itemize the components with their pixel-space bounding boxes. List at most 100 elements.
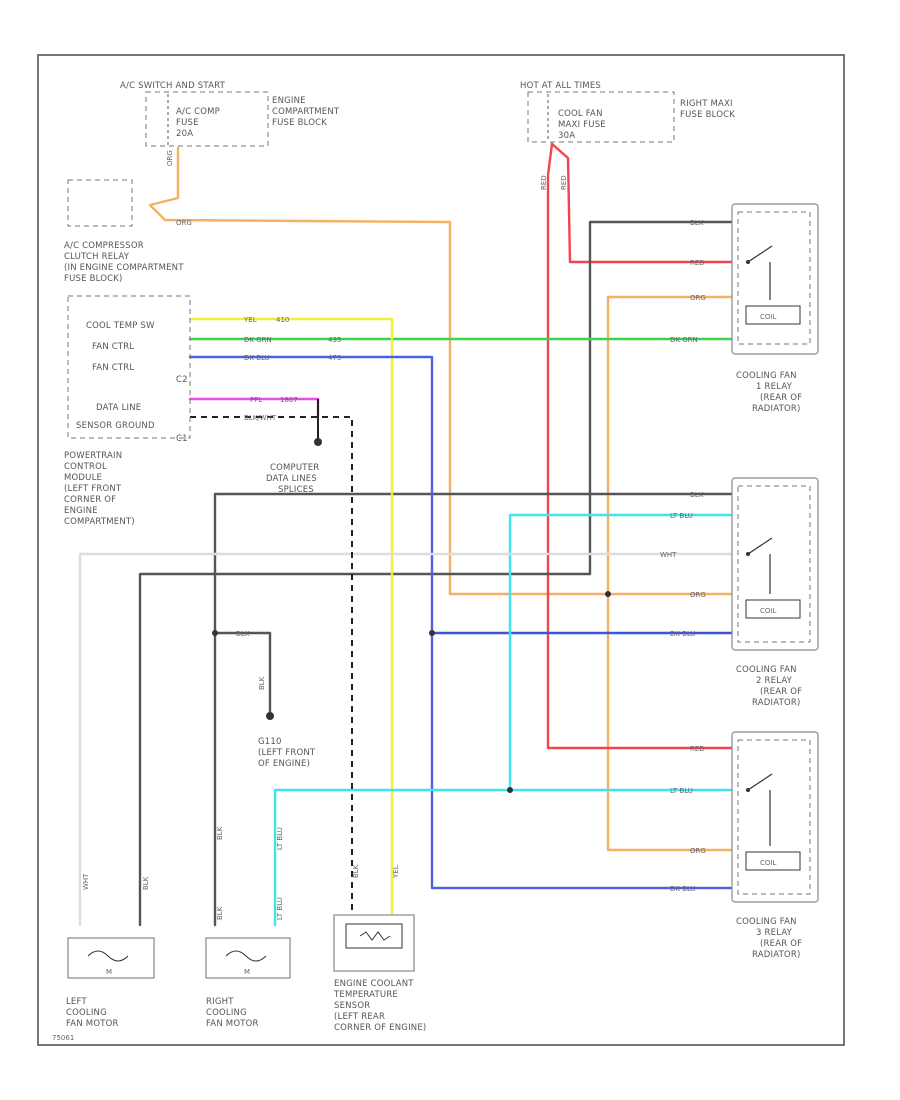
- wire-yellow: [188, 317, 394, 917]
- wire-code: YEL: [392, 865, 400, 879]
- relay-inner: [737, 739, 811, 895]
- relay-inner: [737, 485, 811, 643]
- wire-code: BLK/WHT: [244, 414, 277, 422]
- relay-coil-label: COIL: [760, 607, 776, 615]
- ac-compressor-clutch-relay: A/C COMPRESSOR CLUTCH RELAY (IN ENGINE C…: [64, 179, 184, 284]
- wire-code: WHT: [660, 551, 677, 559]
- fuse2-fuse: MAXI FUSE: [558, 120, 606, 130]
- wire-code: BLK: [142, 876, 150, 890]
- wire-code: 473: [328, 354, 341, 362]
- relay-label: 2 RELAY: [756, 676, 793, 686]
- wire-code: ORG: [690, 294, 706, 302]
- fuse1-location: FUSE BLOCK: [272, 118, 327, 128]
- diagram-frame: [37, 54, 845, 1046]
- pcm-label: COMPARTMENT): [64, 517, 135, 527]
- wire-code: 435: [328, 336, 341, 344]
- wire-code-labels: YEL 410 DK GRN 435 DK BLU 473 PPL 1807 B…: [176, 219, 706, 893]
- cooling-fan-relay-1: COIL COOLING FAN 1 RELAY (REAR OF RADIAT…: [731, 203, 819, 414]
- engine-coolant-temperature-sensor: ENGINE COOLANT TEMPERATURE SENSOR (LEFT …: [333, 914, 426, 1033]
- splice-label: COMPUTER: [270, 463, 319, 473]
- ground-label: (LEFT FRONT: [258, 748, 316, 758]
- sensor-label: SENSOR: [334, 1001, 370, 1011]
- figure-id: 75061: [52, 1034, 74, 1042]
- wire-red-relay3: [546, 142, 737, 750]
- wire-code: BLK: [352, 864, 360, 878]
- pcm-label: CORNER OF: [64, 495, 116, 505]
- relay-label: COOLING FAN: [736, 665, 797, 675]
- fuse1-header: A/C SWITCH AND START: [120, 81, 226, 91]
- wire-dkblu-top: [188, 355, 737, 890]
- clutch-relay-box: [67, 179, 133, 227]
- wire-code: LT BLU: [276, 827, 284, 850]
- relay-label: RADIATOR): [752, 698, 801, 708]
- clutch-relay-label: A/C COMPRESSOR: [64, 241, 144, 251]
- motor-label: FAN MOTOR: [206, 1019, 259, 1029]
- wire-code: RED: [690, 259, 705, 267]
- powertrain-control-module: COOL TEMP SW FAN CTRL FAN CTRL C2 DATA L…: [64, 295, 191, 527]
- pcm-pin: DATA LINE: [96, 403, 141, 413]
- wires: [78, 142, 737, 927]
- splice-label: SPLICES: [278, 485, 314, 495]
- relay-label: RADIATOR): [752, 950, 801, 960]
- splice-dot: [314, 438, 322, 446]
- wire-red-relay1: [550, 142, 737, 264]
- wire-code: RED: [690, 745, 705, 753]
- wire-code: WHT: [82, 873, 90, 890]
- clutch-relay-label: (IN ENGINE COMPARTMENT: [64, 263, 184, 273]
- splice-label: DATA LINES: [266, 474, 317, 484]
- sensor-label: (LEFT REAR: [334, 1012, 385, 1022]
- wire-code: LT BLU: [670, 512, 693, 520]
- relay-coil-label: COIL: [760, 859, 776, 867]
- relay-label: 1 RELAY: [756, 382, 793, 392]
- fuse2-amp: 30A: [558, 131, 575, 141]
- relay-label: COOLING FAN: [736, 371, 797, 381]
- wire-code: YEL: [243, 316, 257, 324]
- wire-code: 1807: [280, 396, 298, 404]
- left-cooling-fan-motor: M LEFT COOLING FAN MOTOR: [66, 937, 155, 1029]
- pcm-connector: C1: [176, 434, 188, 444]
- relay-label: (REAR OF: [760, 393, 802, 403]
- splice-dot: [212, 630, 218, 636]
- relay-label: (REAR OF: [760, 939, 802, 949]
- motor-label: RIGHT: [206, 997, 234, 1007]
- cooling-fan-relay-2: COIL COOLING FAN 2 RELAY (REAR OF RADIAT…: [731, 477, 819, 708]
- wire-code: DK BLU: [244, 354, 270, 362]
- pcm-pin: SENSOR GROUND: [76, 421, 155, 431]
- cool-fan-maxi-fuse: HOT AT ALL TIMES COOL FAN MAXI FUSE 30A …: [520, 81, 735, 143]
- pcm-pin: FAN CTRL: [92, 363, 134, 373]
- wire-code: 410: [276, 316, 289, 324]
- pcm-label: POWERTRAIN: [64, 451, 122, 461]
- wire-code: DK BLU: [670, 630, 696, 638]
- wire-code: BLK: [216, 826, 224, 840]
- wire-code: ORG: [176, 219, 192, 227]
- wire-code: BLK: [690, 219, 704, 227]
- fuse1-location: ENGINE: [272, 96, 306, 106]
- splice-dot: [605, 591, 611, 597]
- splice-dots: [212, 438, 611, 793]
- vertical-wire-codes: ORG RED RED BLK WHT BLK BLK BLK LT BLU L…: [82, 150, 568, 920]
- fuse1-location: COMPARTMENT: [272, 107, 340, 117]
- clutch-relay-label: CLUTCH RELAY: [64, 252, 130, 262]
- relay-housing: [731, 731, 819, 903]
- wire-black-ground: [213, 631, 272, 715]
- wire-code: ORG: [166, 150, 174, 166]
- wire-code: DK BLU: [670, 885, 696, 893]
- fuse-block-dashed: [527, 91, 675, 143]
- wire-white: [78, 552, 737, 927]
- fuse1-fuse: FUSE: [176, 118, 199, 128]
- fuse2-location: RIGHT MAXI: [680, 99, 733, 109]
- pcm-label: ENGINE: [64, 506, 98, 516]
- relay-label: COOLING FAN: [736, 917, 797, 927]
- fuse-block-dashed: [145, 91, 269, 147]
- wire-code: BLK: [690, 491, 704, 499]
- pcm-box: [67, 295, 191, 439]
- sensor-label: CORNER OF ENGINE): [334, 1023, 426, 1033]
- fuse2-header: HOT AT ALL TIMES: [520, 81, 601, 91]
- splice-dot: [507, 787, 513, 793]
- cooling-fan-relay-3: COIL COOLING FAN 3 RELAY (REAR OF RADIAT…: [731, 731, 819, 960]
- wire-code: ORG: [690, 591, 706, 599]
- wire-code: BLK: [236, 630, 250, 638]
- relay-label: 3 RELAY: [756, 928, 793, 938]
- motor-symbol: M: [244, 968, 250, 976]
